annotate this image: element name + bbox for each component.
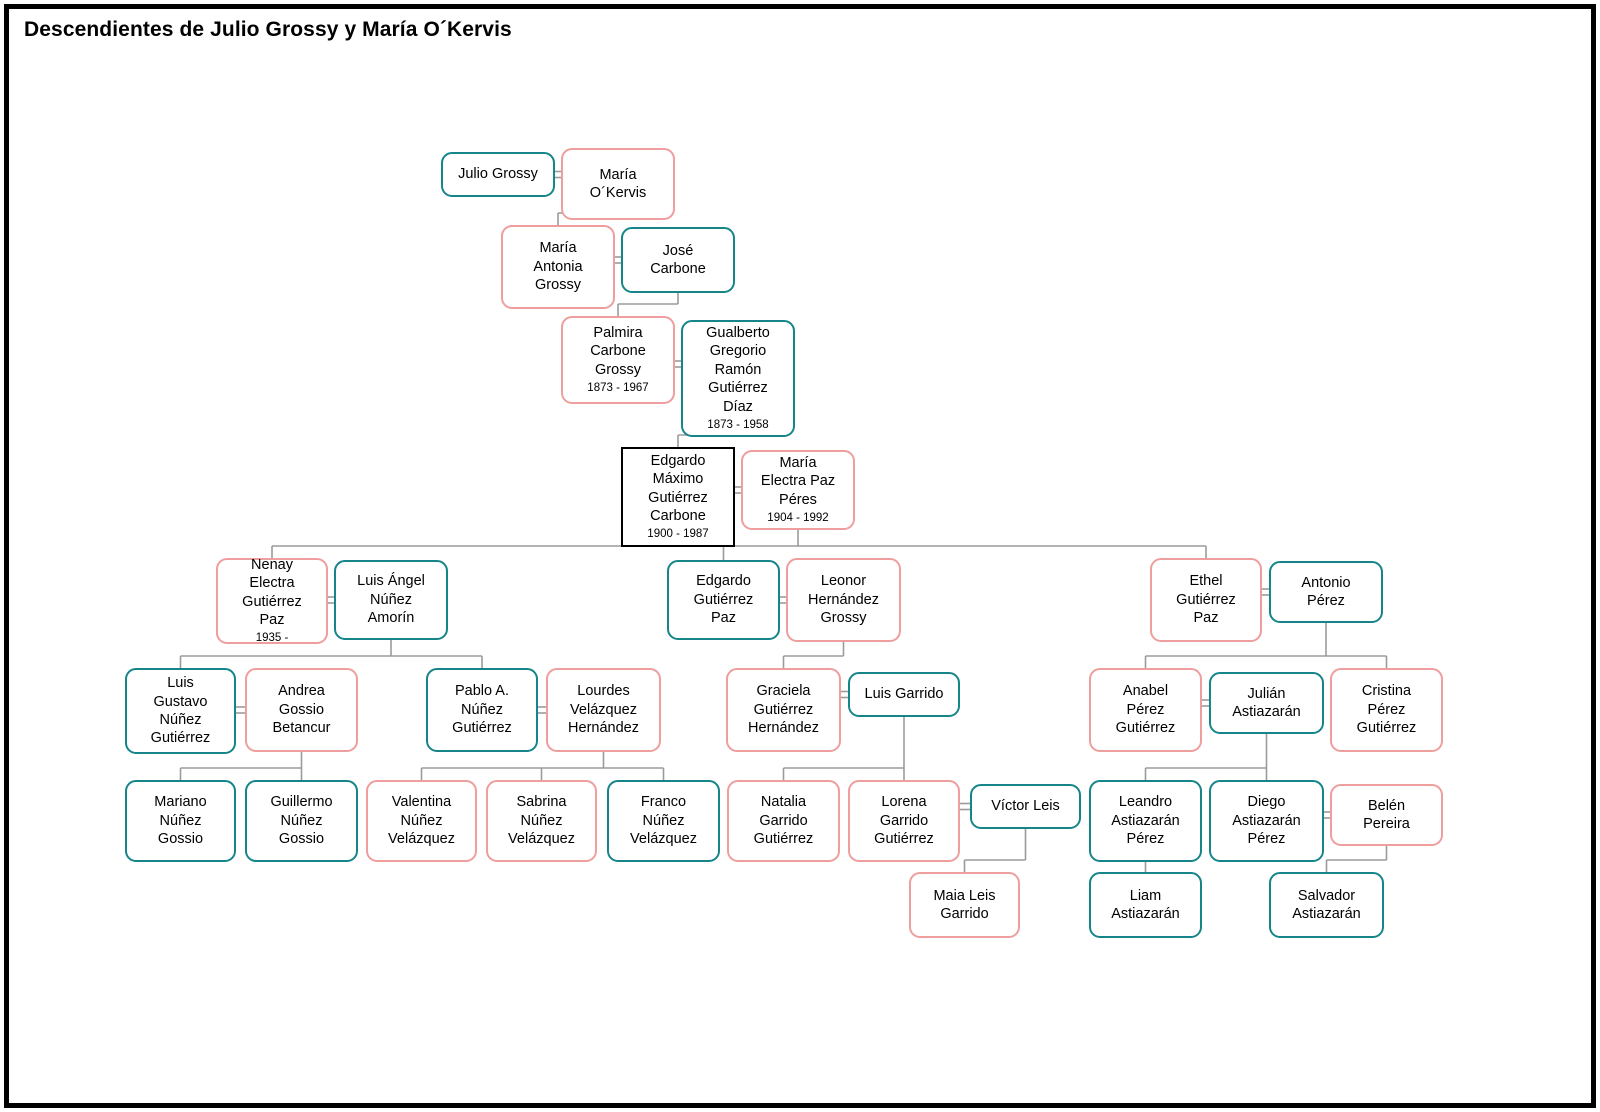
- page-title: Descendientes de Julio Grossy y María O´…: [24, 18, 512, 41]
- person-node-palmira_carbone[interactable]: Palmira Carbone Grossy 1873 - 1967: [561, 316, 675, 404]
- person-node-leonor_hernandez[interactable]: Leonor Hernández Grossy: [786, 558, 901, 642]
- person-node-julian_astiazaran[interactable]: Julián Astiazarán: [1209, 672, 1324, 734]
- person-node-antonio_perez[interactable]: Antonio Pérez: [1269, 561, 1383, 623]
- person-name: Salvador Astiazarán: [1292, 887, 1361, 922]
- person-dates: 1904 - 1992: [767, 512, 829, 525]
- person-name: Guillermo Núñez Gossio: [270, 794, 333, 848]
- person-name: Víctor Leis: [991, 798, 1060, 815]
- person-node-luis_garrido[interactable]: Luis Garrido: [848, 672, 960, 717]
- person-node-lourdes_velazquez[interactable]: Lourdes Velázquez Hernández: [546, 668, 661, 752]
- person-name: Antonio Pérez: [1301, 574, 1351, 609]
- person-name: María Electra Paz Péres: [760, 454, 836, 508]
- person-node-jose_carbone[interactable]: José Carbone: [621, 227, 735, 293]
- person-name: Anabel Pérez Gutiérrez: [1115, 683, 1176, 737]
- person-node-maia_leis_garrido[interactable]: Maia Leis Garrido: [909, 872, 1020, 938]
- person-node-andrea_gossio[interactable]: Andrea Gossio Betancur: [245, 668, 358, 752]
- person-node-pablo_nunez[interactable]: Pablo A. Núñez Gutiérrez: [426, 668, 538, 752]
- person-node-luis_angel_nunez[interactable]: Luis Ángel Núñez Amorín: [334, 560, 448, 640]
- person-name: Pablo A. Núñez Gutiérrez: [452, 683, 512, 737]
- person-node-edgardo_maximo[interactable]: Edgardo Máximo Gutiérrez Carbone 1900 - 1…: [621, 447, 735, 547]
- person-name: Luis Garrido: [864, 686, 944, 703]
- person-node-gualberto_gutierrez[interactable]: Gualberto Gregorio Ramón Gutiérrez Díaz 1…: [681, 320, 795, 437]
- person-node-lorena_garrido[interactable]: Lorena Garrido Gutiérrez: [848, 780, 960, 862]
- person-node-salvador_astiazaran[interactable]: Salvador Astiazarán: [1269, 872, 1384, 938]
- person-name: Palmira Carbone Grossy: [590, 324, 646, 378]
- person-name: Sabrina Núñez Velázquez: [508, 794, 575, 848]
- person-node-julio_grossy[interactable]: Julio Grossy: [441, 152, 555, 197]
- person-name: José Carbone: [650, 242, 706, 277]
- person-node-maria_antonia_grossy[interactable]: María Antonia Grossy: [501, 225, 615, 309]
- person-name: María O´Kervis: [589, 166, 647, 201]
- person-name: Franco Núñez Velázquez: [630, 794, 697, 848]
- person-name: Valentina Núñez Velázquez: [388, 794, 455, 848]
- person-name: Julián Astiazarán: [1232, 685, 1301, 720]
- person-dates: 1873 - 1958: [707, 419, 769, 432]
- person-name: Liam Astiazarán: [1111, 887, 1180, 922]
- person-name: Andrea Gossio Betancur: [272, 683, 331, 737]
- person-node-luis_gustavo_nunez[interactable]: Luis Gustavo Núñez Gutiérrez: [125, 668, 236, 754]
- person-node-sabrina_nunez[interactable]: Sabrina Núñez Velázquez: [486, 780, 597, 862]
- person-node-belen_pereira[interactable]: Belén Pereira: [1330, 784, 1443, 846]
- person-name: Mariano Núñez Gossio: [154, 794, 207, 848]
- person-node-maria_electra_paz[interactable]: María Electra Paz Péres 1904 - 1992: [741, 450, 855, 530]
- person-name: Leonor Hernández Grossy: [808, 573, 879, 627]
- person-node-mariano_nunez[interactable]: Mariano Núñez Gossio: [125, 780, 236, 862]
- person-node-natalia_garrido[interactable]: Natalia Garrido Gutiérrez: [727, 780, 840, 862]
- person-name: Lorena Garrido Gutiérrez: [874, 794, 934, 848]
- person-node-cristina_perez[interactable]: Cristina Pérez Gutiérrez: [1330, 668, 1443, 752]
- person-node-franco_nunez[interactable]: Franco Núñez Velázquez: [607, 780, 720, 862]
- person-name: Edgardo Gutiérrez Paz: [693, 573, 754, 627]
- person-node-guillermo_nunez[interactable]: Guillermo Núñez Gossio: [245, 780, 358, 862]
- person-name: Ethel Gutiérrez Paz: [1176, 573, 1236, 627]
- person-node-victor_leis[interactable]: Víctor Leis: [970, 784, 1081, 829]
- person-name: Edgardo Máximo Gutiérrez Carbone: [648, 452, 708, 524]
- person-name: Gualberto Gregorio Ramón Gutiérrez Díaz: [706, 324, 770, 415]
- person-name: Leandro Astiazarán Pérez: [1111, 794, 1180, 848]
- person-node-edgardo_gutierrez_paz[interactable]: Edgardo Gutiérrez Paz: [667, 560, 780, 640]
- person-name: Nenay Electra Gutiérrez Paz: [242, 556, 302, 628]
- person-dates: 1935 -: [255, 632, 289, 645]
- person-node-liam_astiazaran[interactable]: Liam Astiazarán: [1089, 872, 1202, 938]
- person-node-graciela_gutierrez[interactable]: Graciela Gutiérrez Hernández: [726, 668, 841, 752]
- person-name: Graciela Gutiérrez Hernández: [748, 683, 819, 737]
- person-name: Natalia Garrido Gutiérrez: [753, 794, 814, 848]
- person-name: Lourdes Velázquez Hernández: [568, 683, 639, 737]
- person-name: Diego Astiazarán Pérez: [1232, 794, 1301, 848]
- person-node-maria_okervis[interactable]: María O´Kervis: [561, 148, 675, 220]
- person-name: Luis Ángel Núñez Amorín: [357, 573, 425, 627]
- person-node-leandro_astiazaran[interactable]: Leandro Astiazarán Pérez: [1089, 780, 1202, 862]
- person-dates: 1873 - 1967: [587, 382, 649, 395]
- person-dates: 1900 - 1987: [647, 528, 709, 541]
- person-name: Luis Gustavo Núñez Gutiérrez: [150, 675, 211, 747]
- person-node-nenay_electra[interactable]: Nenay Electra Gutiérrez Paz 1935 -: [216, 556, 328, 645]
- person-node-anabel_perez[interactable]: Anabel Pérez Gutiérrez: [1089, 668, 1202, 752]
- person-name: María Antonia Grossy: [533, 240, 583, 294]
- person-name: Maia Leis Garrido: [933, 887, 996, 922]
- person-name: Belén Pereira: [1363, 797, 1410, 832]
- person-node-valentina_nunez[interactable]: Valentina Núñez Velázquez: [366, 780, 477, 862]
- person-node-diego_astiazaran[interactable]: Diego Astiazarán Pérez: [1209, 780, 1324, 862]
- person-name: Julio Grossy: [458, 166, 538, 183]
- person-node-ethel_gutierrez_paz[interactable]: Ethel Gutiérrez Paz: [1150, 558, 1262, 642]
- person-name: Cristina Pérez Gutiérrez: [1356, 683, 1417, 737]
